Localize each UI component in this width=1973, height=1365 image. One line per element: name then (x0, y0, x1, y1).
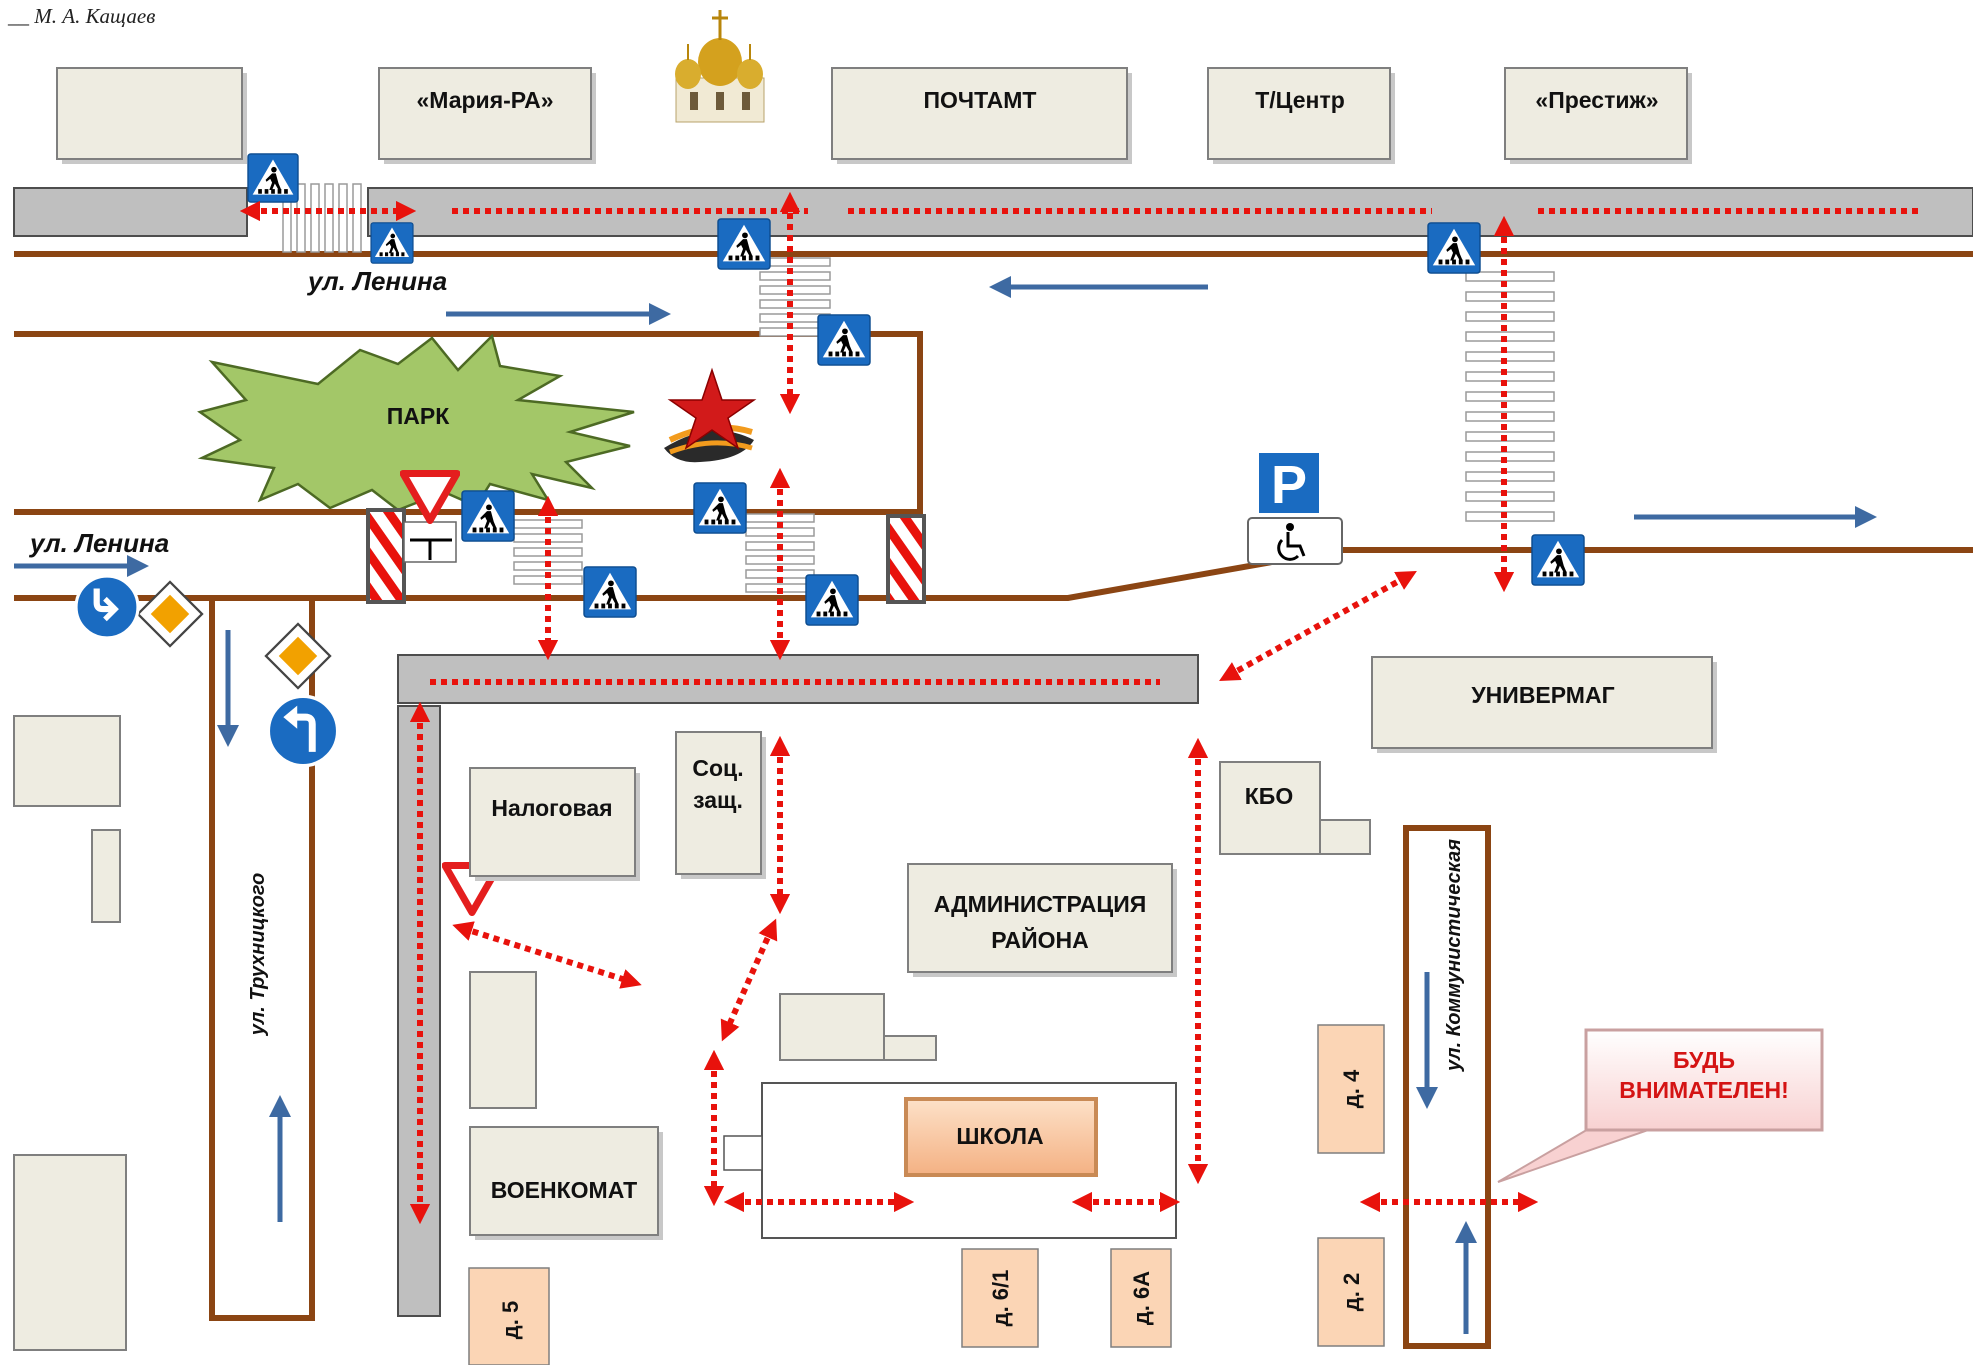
kommunisticheskaya-road (1403, 825, 1491, 1349)
tax-office-label: Налоговая (491, 795, 612, 821)
building-military-office (469, 1126, 659, 1236)
route-segment (1219, 571, 1417, 681)
building-department-store (1371, 656, 1713, 749)
pedestrian-crossing-sign-icon (247, 153, 299, 203)
building-tax-office (469, 767, 636, 877)
house-d5 (468, 1267, 550, 1365)
caution-line2: ВНИМАТЕЛЕН! (1619, 1077, 1789, 1103)
pedestrian-crossing-sign-icon (370, 222, 414, 264)
caution-callout-box (1584, 1028, 1824, 1132)
building-social-protection (675, 731, 762, 875)
street-kommunisticheskaya-label: ул. Коммунистическая (1443, 839, 1465, 1072)
parking-sign-letter: P (1271, 455, 1307, 515)
intersection-mini-sign-mark (410, 538, 452, 560)
top-buildings: «Мария-РА» ПОЧТАМТ Т/Центр «Престиж» (56, 67, 1692, 164)
priority-road-sign-icon (136, 580, 204, 648)
house-d2-label: д. 2 (1339, 1273, 1364, 1311)
house-d6-1 (961, 1248, 1039, 1348)
disabled-parking-icon (1247, 517, 1343, 565)
building-unnamed-center-2 (779, 993, 885, 1061)
road-barrier-right (886, 514, 926, 604)
administration-label-line1: АДМИНИСТРАЦИЯ (934, 891, 1147, 917)
caution-callout: БУДЬ ВНИМАТЕЛЕН! (1497, 1028, 1824, 1183)
street-lenina-top-label: ул. Ленина (306, 266, 447, 296)
pedestrian-crossing-sign-icon (1427, 222, 1481, 274)
building-unnamed-left-2 (91, 829, 121, 923)
route-segment (452, 921, 642, 989)
priority-road-sign-icon (264, 622, 332, 690)
pedestrian-crossing-sign-icon (583, 566, 637, 618)
safe-route (239, 191, 1920, 1225)
lower-buildings: УНИВЕРМАГ Налоговая Соц. защ. АДМИНИСТРА… (13, 656, 1717, 1351)
pedestrian-crossing-sign-icon (1531, 534, 1585, 586)
building-administration (907, 863, 1173, 973)
pedestrian-crossing-sign-icon (461, 490, 515, 542)
turn-arrow-sign-icon (268, 696, 337, 765)
turn-arrow-sign-icon (76, 576, 138, 638)
trukhnitskogo-road (209, 598, 315, 1321)
school-gate (723, 1135, 763, 1171)
pedestrian-crossing-sign-icon (693, 482, 747, 534)
house-d5-label: д. 5 (498, 1301, 523, 1339)
zebra-crossing-prestige (1465, 271, 1555, 522)
department-store-label: УНИВЕРМАГ (1471, 682, 1614, 708)
building-unnamed-center-3 (883, 1035, 937, 1061)
house-d6a-label: д. 6А (1129, 1271, 1154, 1325)
trade-center-label: Т/Центр (1255, 87, 1345, 113)
building-trade-center (1207, 67, 1391, 160)
prestige-label: «Престиж» (1535, 87, 1658, 113)
building-unnamed-left-3 (13, 1154, 127, 1351)
traffic-directions (14, 275, 1878, 1334)
lenina-road-edge-bottom (14, 547, 1973, 601)
school-label: ШКОЛА (956, 1123, 1043, 1149)
building-school (904, 1097, 1098, 1177)
house-d6a (1110, 1248, 1172, 1348)
houses: д. 5 д. 6/1 д. 6А д. 4 д. 2 (468, 1024, 1385, 1365)
military-office-label: ВОЕНКОМАТ (491, 1177, 637, 1203)
building-maria-ra (378, 67, 592, 160)
author-caption: __ М. А. Кащаев (8, 4, 156, 28)
street-lenina-left-label: ул. Ленина (28, 528, 169, 558)
maria-ra-label: «Мария-РА» (416, 87, 553, 113)
street-trukhnitskogo-label: ул. Трухницкого (247, 873, 269, 1037)
post-office-label: ПОЧТАМТ (923, 87, 1036, 113)
route-segment (720, 918, 778, 1042)
house-d6-1-label: д. 6/1 (988, 1270, 1013, 1327)
building-consumer-services (1219, 761, 1321, 855)
caution-line1: БУДЬ (1673, 1047, 1735, 1073)
pedestrian-crossing-sign-icon (817, 314, 871, 366)
pedestrian-crossing-sign-icon (717, 218, 771, 270)
social-label-line2: защ. (693, 787, 743, 813)
building-unnamed-center-1 (469, 971, 537, 1109)
house-d4 (1317, 1024, 1385, 1154)
consumer-services-label: КБО (1245, 783, 1293, 809)
building-consumer-services-annex (1319, 819, 1371, 855)
red-star-memorial-icon (664, 367, 757, 463)
road-barrier-left (366, 508, 406, 604)
building-post-office (831, 67, 1128, 160)
administration-label-line2: РАЙОНА (991, 926, 1089, 953)
parking-sign-icon: P (1257, 451, 1321, 515)
park-label: ПАРК (387, 403, 450, 429)
sidewalk-top-left (13, 187, 248, 237)
house-d4-label: д. 4 (1339, 1069, 1364, 1108)
house-d2 (1317, 1237, 1385, 1347)
building-prestige (1504, 67, 1688, 160)
pedestrian-crossing-sign-icon (805, 574, 859, 626)
building-unnamed-top-left (56, 67, 243, 160)
park: ПАРК (197, 333, 635, 512)
sidewalk-administration (397, 654, 1199, 704)
church-icon (675, 10, 765, 123)
building-unnamed-left-1 (13, 715, 121, 807)
social-label-line1: Соц. (692, 755, 743, 781)
